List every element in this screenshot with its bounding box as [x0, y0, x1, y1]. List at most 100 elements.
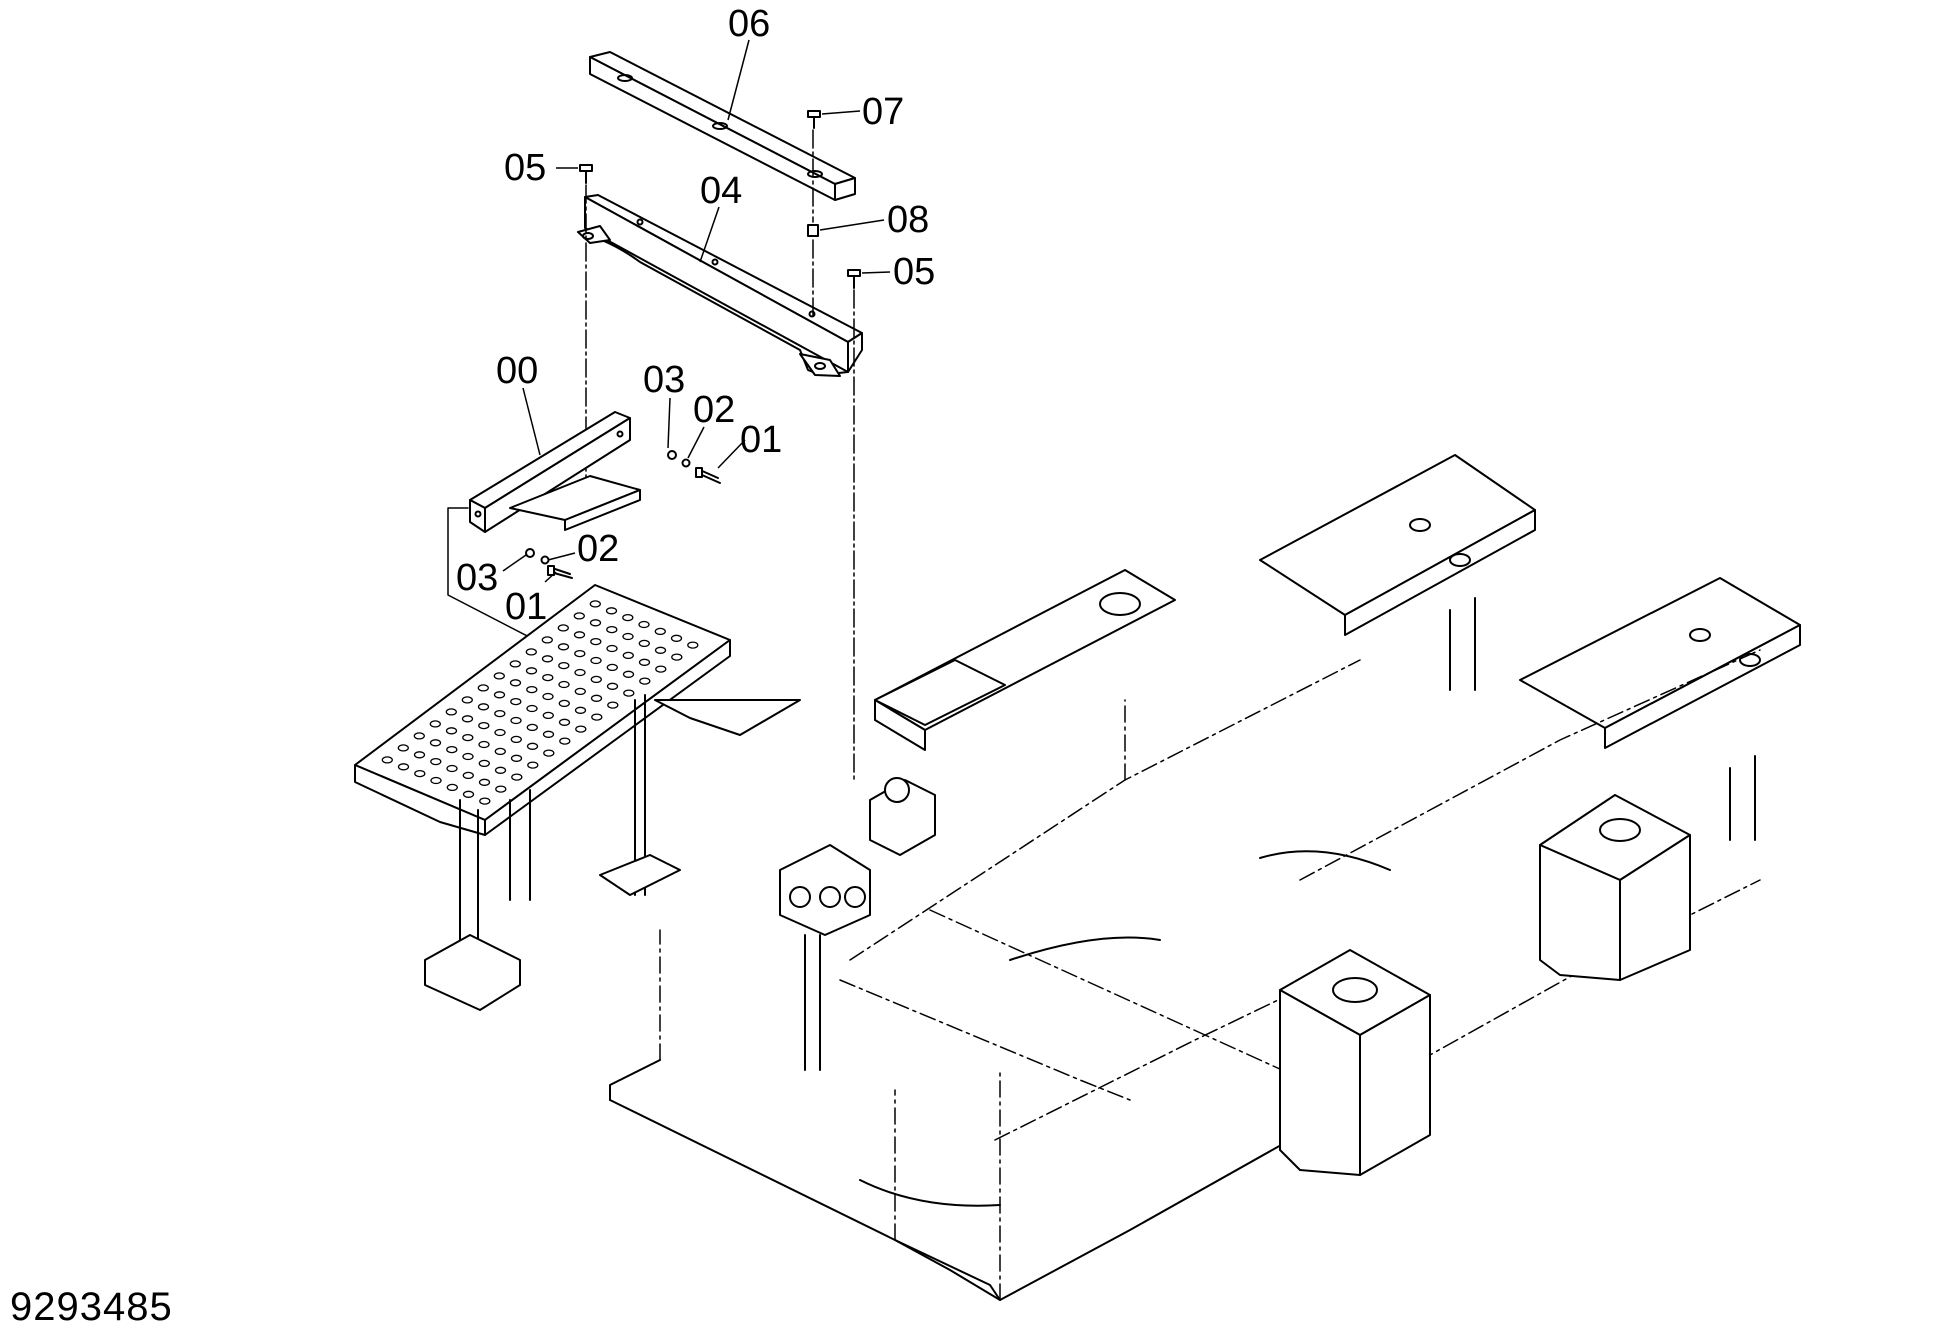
callout-08: 08 — [887, 199, 929, 241]
drawing-number: 9293485 — [10, 1285, 173, 1329]
perforation-hole — [575, 725, 587, 733]
perforation-hole — [461, 696, 473, 704]
perforation-hole — [525, 648, 537, 656]
perforation-hole — [687, 641, 699, 649]
perforation-hole — [606, 663, 618, 672]
perforation-hole — [622, 670, 635, 678]
perforation-hole — [623, 689, 635, 697]
perforation-hole — [381, 756, 393, 764]
perforation-hole — [430, 776, 442, 785]
callout-labels: 06 07 05 04 08 05 00 03 02 01 03 02 01 — [456, 3, 935, 628]
perforation-hole — [606, 682, 619, 690]
perforation-hole — [510, 716, 522, 725]
perforation-hole — [558, 661, 570, 670]
perforation-hole — [477, 703, 490, 711]
perforation-hole — [589, 600, 601, 608]
perforation-hole — [638, 658, 651, 666]
perforation-hole — [510, 697, 522, 706]
perforation-hole — [478, 759, 490, 768]
callout-04: 04 — [700, 170, 742, 212]
perforation-hole — [590, 675, 602, 684]
perforation-hole — [541, 636, 553, 644]
perforation-hole — [542, 673, 554, 682]
perforation-hole — [493, 672, 505, 680]
perforation-hole — [559, 737, 571, 745]
perforation-hole — [511, 773, 523, 781]
perforation-hole — [479, 797, 491, 805]
perforation-hole — [557, 624, 569, 632]
callout-03-upper: 03 — [643, 359, 685, 401]
perforation-hole — [622, 613, 634, 622]
perforation-hole — [542, 730, 555, 738]
perforation-hole — [638, 639, 650, 648]
perforation-hole — [574, 668, 586, 677]
callout-05-left: 05 — [504, 147, 546, 189]
perforation-hole — [591, 713, 603, 721]
perforation-hole — [478, 721, 490, 730]
perforation-hole — [558, 718, 571, 726]
perforation-hole — [462, 752, 474, 761]
perforation-hole — [397, 763, 410, 771]
perforation-hole — [574, 687, 586, 696]
perforation-hole — [429, 739, 442, 747]
perforation-hole — [494, 709, 506, 718]
perforation-hole — [573, 631, 586, 639]
part-06-bar — [589, 51, 856, 201]
bolt-05-left — [579, 164, 593, 184]
callout-00: 00 — [496, 350, 538, 392]
perforation-hole — [542, 711, 554, 720]
perforation-hole — [462, 733, 474, 742]
callout-02-upper: 02 — [693, 389, 735, 431]
part-04-bracket — [577, 194, 863, 377]
perforation-hole — [558, 699, 570, 708]
perforation-hole — [590, 694, 603, 702]
main-frame — [424, 454, 1801, 1301]
bolt-07 — [807, 110, 821, 129]
perforation-hole — [478, 740, 490, 749]
perforation-hole — [446, 745, 458, 754]
perforation-hole — [654, 646, 667, 654]
perforation-hole — [494, 728, 506, 737]
callout-01-lower: 01 — [505, 586, 547, 628]
perforation-hole — [542, 692, 554, 701]
perforation-hole — [605, 607, 618, 615]
perforation-hole — [493, 691, 506, 699]
callout-01-upper: 01 — [740, 419, 782, 461]
perforation-hole — [462, 790, 475, 798]
perforation-hole — [557, 643, 570, 651]
grouping-bracket — [447, 507, 536, 641]
perforation-hole — [509, 660, 521, 668]
perforation-hole — [573, 612, 585, 620]
callout-03-lower: 03 — [456, 557, 498, 599]
part-00-step-bracket — [469, 411, 641, 533]
leader-lines — [502, 39, 891, 583]
callout-07: 07 — [862, 91, 904, 133]
perforation-hole — [526, 685, 538, 694]
perforation-hole — [494, 766, 507, 774]
perforation-hole — [414, 769, 426, 778]
perforation-hole — [606, 625, 618, 634]
perforation-hole — [589, 619, 602, 627]
perforation-hole — [590, 656, 602, 665]
perforation-hole — [622, 632, 634, 641]
callout-02-lower: 02 — [577, 528, 619, 570]
bolt-05-right — [847, 269, 861, 289]
perforation-hole — [543, 749, 555, 757]
perforation-hole — [462, 771, 474, 780]
perforation-hole — [558, 680, 570, 689]
perforation-hole — [622, 651, 634, 660]
perforation-hole — [445, 727, 458, 735]
perforation-hole — [477, 684, 489, 692]
perforation-hole — [430, 757, 442, 766]
perforation-hole — [607, 701, 619, 709]
perforation-hole — [590, 637, 602, 646]
perforation-hole — [671, 653, 683, 661]
perforation-hole — [655, 665, 667, 673]
perforation-hole — [541, 655, 554, 663]
perforation-hole — [526, 742, 539, 750]
hardware-lower — [525, 548, 573, 579]
perforation-hole — [574, 649, 586, 658]
perforation-hole — [397, 744, 409, 752]
